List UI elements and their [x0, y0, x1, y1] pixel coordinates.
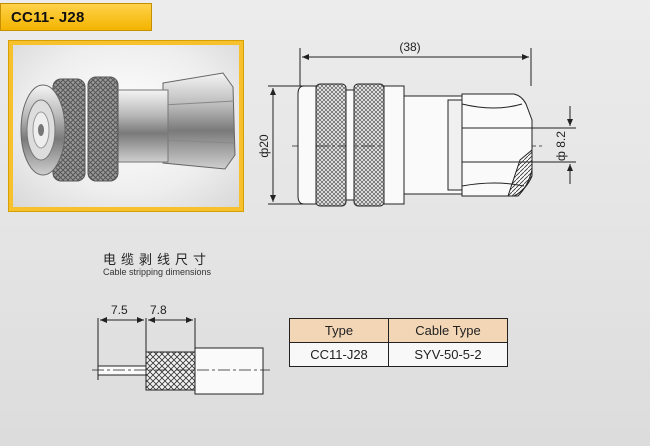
table-row: CC11-J28 SYV-50-5-2: [289, 342, 508, 367]
product-photo: [13, 45, 239, 207]
model-title: CC11- J28: [11, 9, 85, 26]
strip-dim-left: 7.5: [111, 303, 128, 317]
cable-diameter-label: ф 8.2: [554, 131, 568, 161]
body-diameter-label: ф20: [257, 134, 271, 158]
spec-table: Type Cable Type CC11-J28 SYV-50-5-2: [289, 318, 508, 367]
header-cable-type: Cable Type: [388, 318, 508, 343]
stripping-title-zh: 电缆剥线尺寸: [103, 252, 212, 267]
header-type: Type: [289, 318, 389, 343]
strip-dim-right: 7.8: [150, 303, 167, 317]
product-photo-frame: [8, 40, 244, 212]
cell-type: CC11-J28: [289, 342, 389, 367]
stripping-title-en: Cable stripping dimensions: [103, 267, 212, 277]
overall-length-label: (38): [399, 40, 420, 54]
table-header-row: Type Cable Type: [289, 318, 508, 343]
model-title-box: CC11- J28: [0, 3, 152, 31]
connector-photo-illustration: [20, 72, 236, 182]
cell-cable-type: SYV-50-5-2: [388, 342, 508, 367]
